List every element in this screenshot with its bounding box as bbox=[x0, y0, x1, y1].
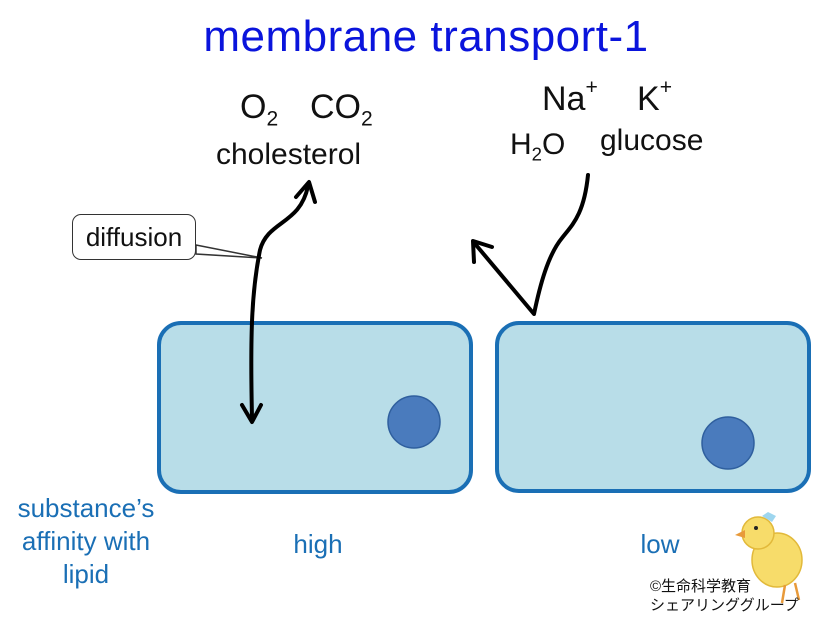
cell-low bbox=[495, 321, 811, 493]
chick-mascot-icon bbox=[735, 512, 803, 604]
affinity-label-line-1: substance’s bbox=[17, 493, 155, 523]
blocked-arrow bbox=[474, 173, 590, 316]
cholesterol-label: cholesterol bbox=[216, 138, 362, 171]
diffusion-arrow bbox=[249, 184, 310, 420]
diffusion-arrowhead-down bbox=[240, 403, 263, 424]
callout-pointer bbox=[195, 244, 263, 259]
affinity-label-line-2: affinity with bbox=[21, 526, 151, 556]
o2-label: O2 bbox=[240, 88, 279, 131]
level-low-label: low bbox=[640, 529, 680, 559]
nucleus-low bbox=[701, 416, 755, 470]
level-high-label: high bbox=[293, 529, 343, 559]
page-title: membrane transport-1 bbox=[203, 12, 649, 61]
blocked-arrowhead bbox=[471, 239, 494, 264]
copyright-line-2: シェアリンググループ bbox=[650, 597, 799, 614]
copyright-text: ©生命科学教育 シェアリンググループ bbox=[650, 577, 799, 615]
sodium-ion-label: Na+ bbox=[542, 76, 598, 118]
affinity-label-line-3: lipid bbox=[62, 559, 110, 589]
co2-label: CO2 bbox=[310, 88, 373, 131]
water-label: H2O bbox=[510, 128, 566, 165]
diffusion-callout: diffusion bbox=[72, 214, 196, 260]
glucose-label: glucose bbox=[600, 124, 704, 157]
potassium-ion-label: K+ bbox=[637, 76, 672, 118]
nucleus-high bbox=[387, 395, 441, 449]
diffusion-arrowhead-up bbox=[294, 180, 317, 204]
cell-high bbox=[157, 321, 473, 494]
copyright-line-1: ©生命科学教育 bbox=[650, 578, 752, 595]
affinity-label: substance’s affinity with lipid bbox=[0, 492, 172, 591]
